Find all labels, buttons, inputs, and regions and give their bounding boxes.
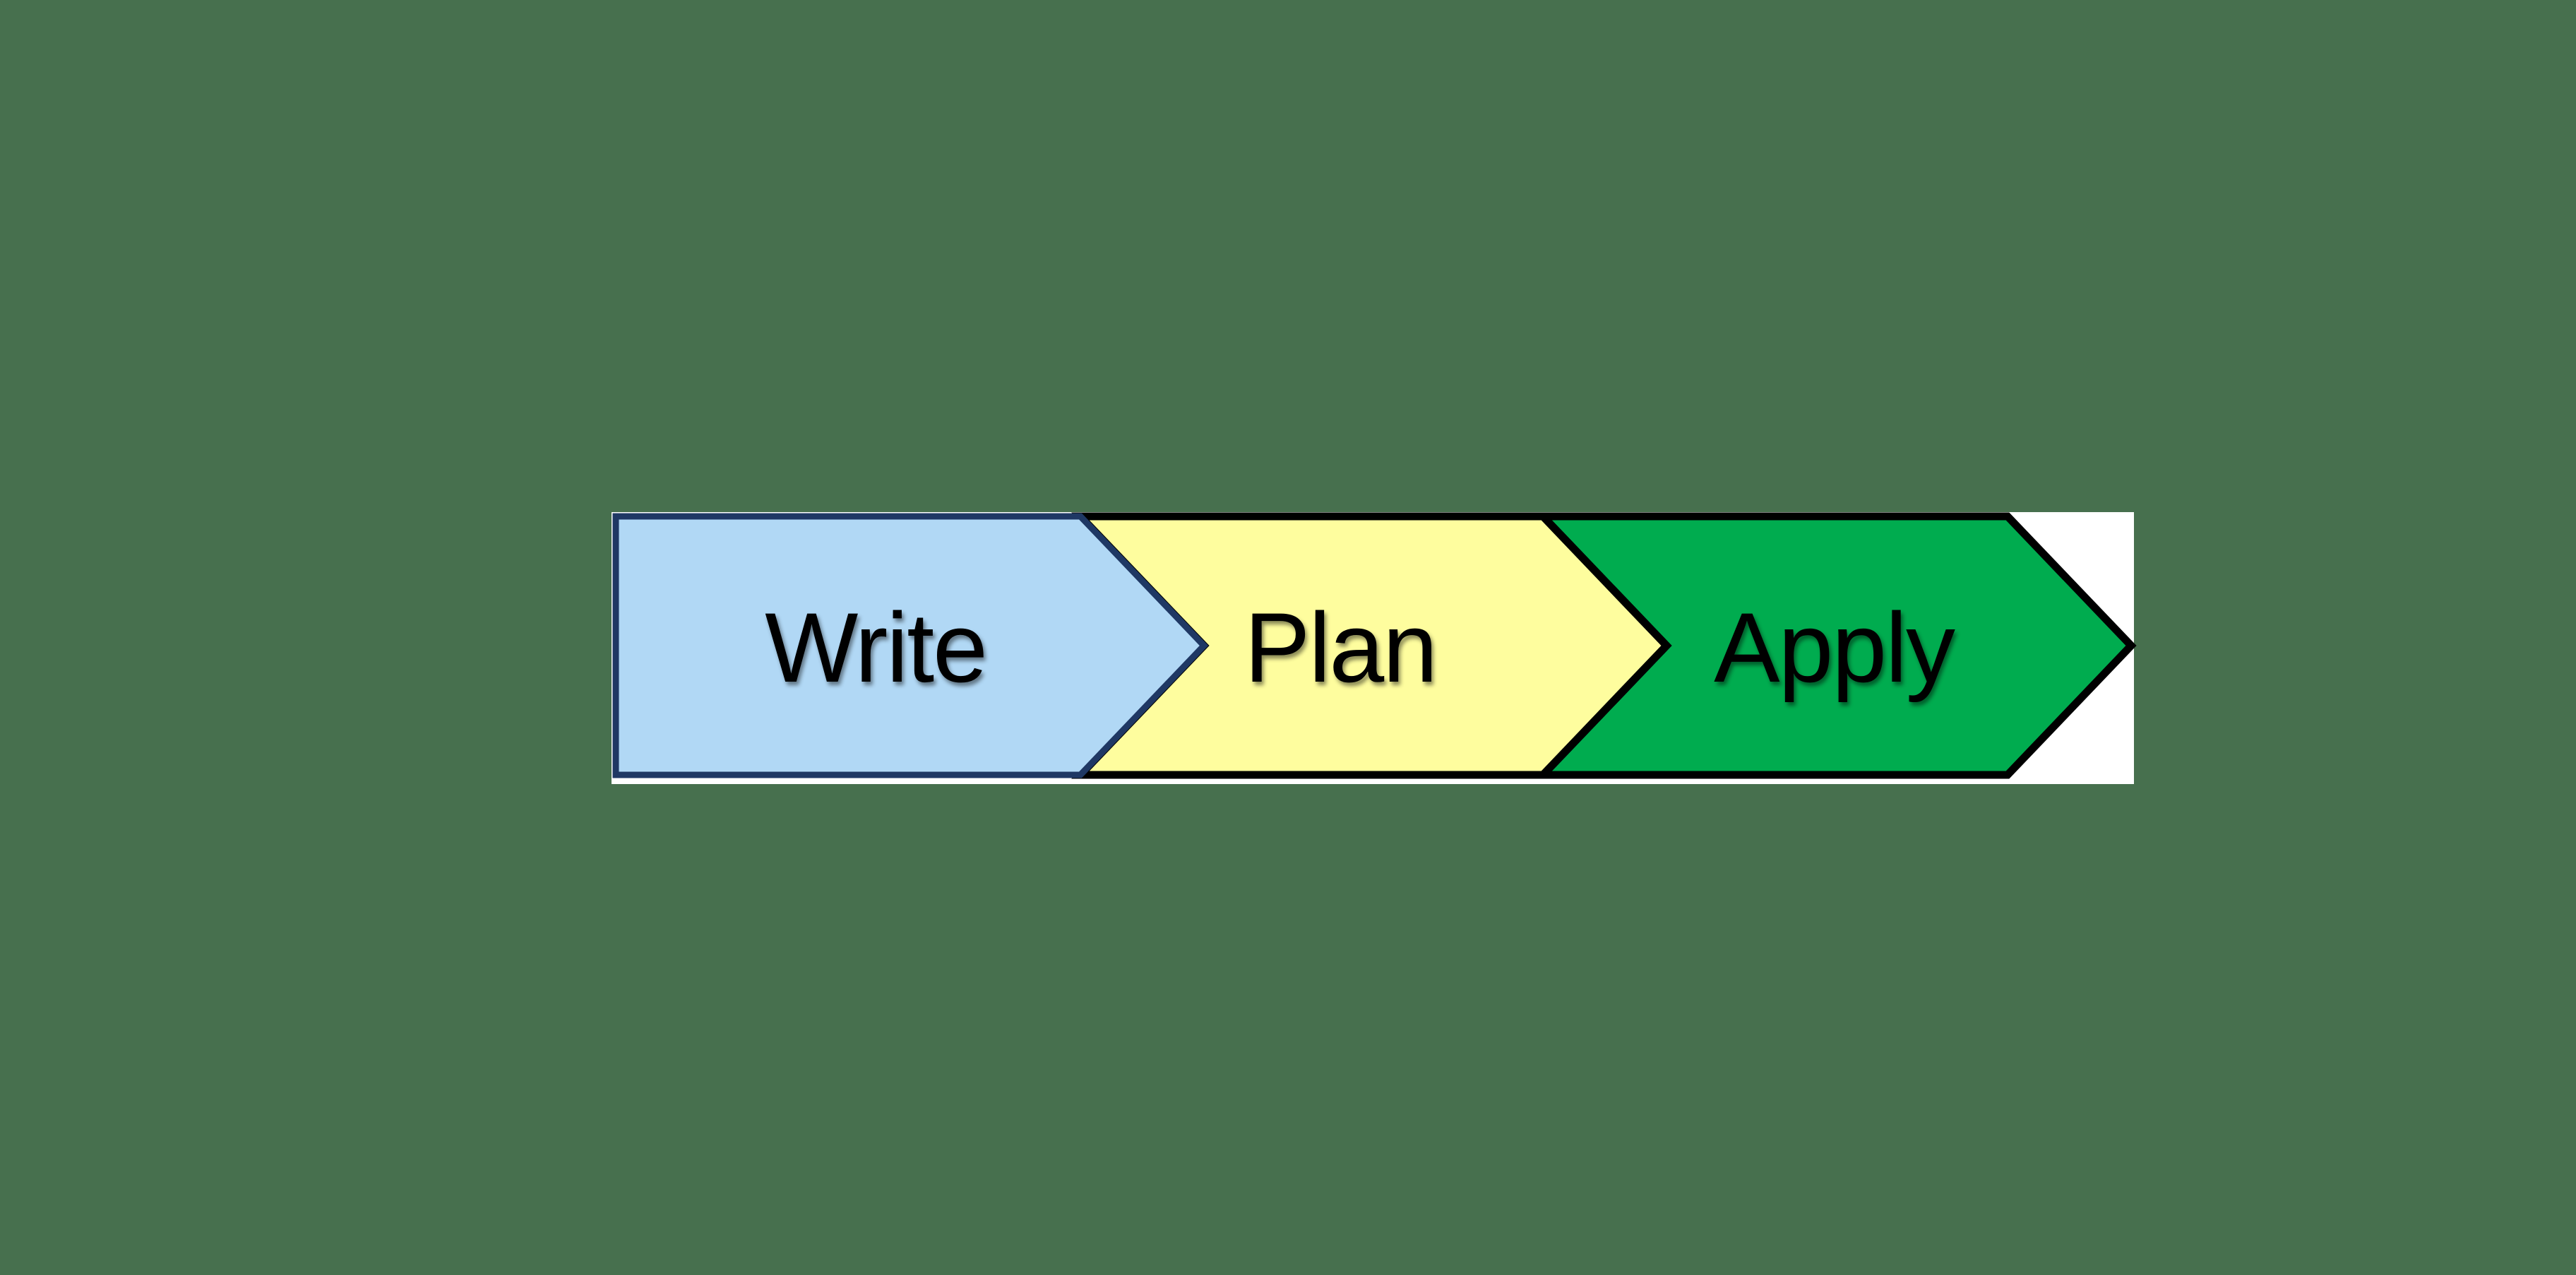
chevron-plan-label: Plan (1244, 592, 1436, 703)
chevron-apply-label: Apply (1714, 592, 1955, 703)
chevron-write (612, 513, 1209, 778)
chevron-write-label: Write (765, 592, 986, 703)
